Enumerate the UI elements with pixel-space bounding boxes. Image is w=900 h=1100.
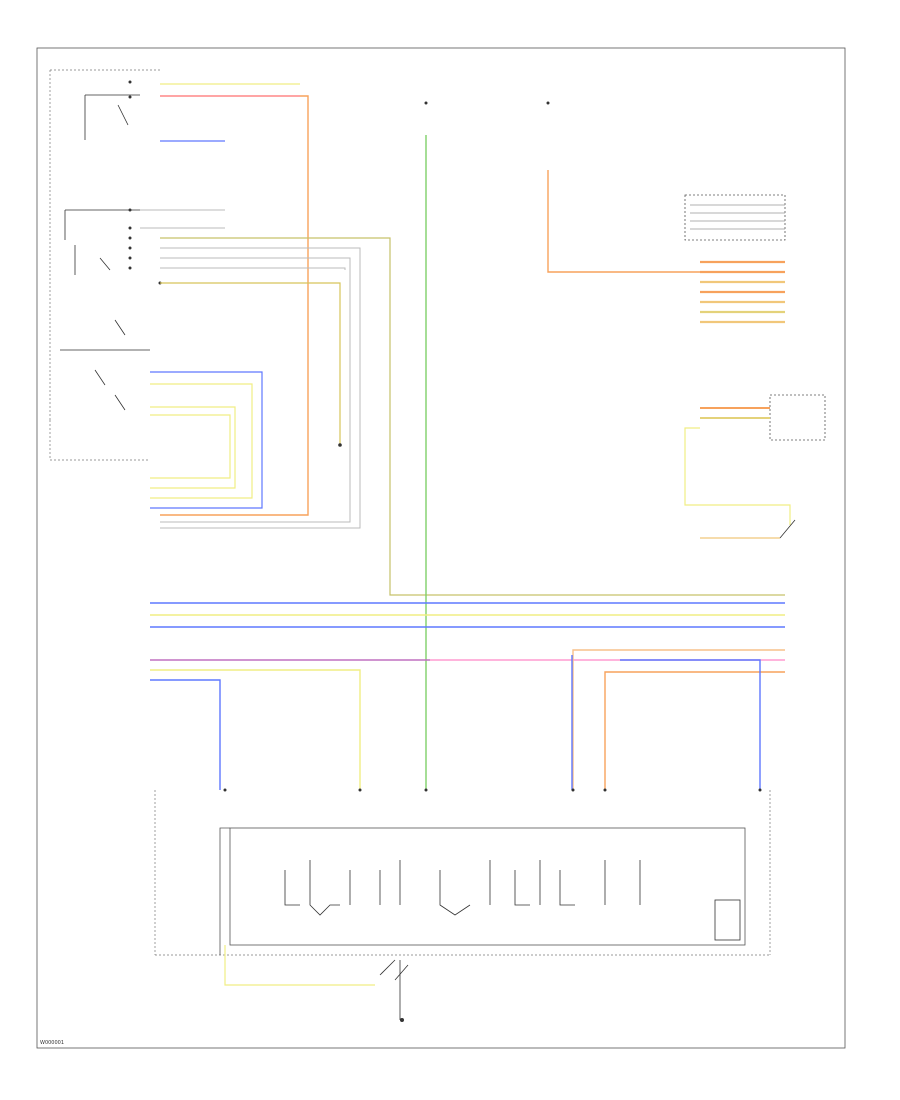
wire-red [160,83,300,97]
wire-orange-right [547,170,700,273]
connector-right-wires [700,260,785,324]
bus-group-lower [150,649,785,790]
wire-gray-bus [140,209,361,529]
bus-group-upper [150,602,785,628]
wire-blue-loop [150,371,263,509]
diagram-frame [36,47,846,1049]
bottom-module [154,788,771,1022]
ground-markers [338,101,550,447]
wire-olive-bus [160,237,785,596]
left-switch-connector-dots [128,80,162,285]
connector-right-mid [684,394,826,539]
connector-right-upper [684,194,786,241]
diagram-id-code: W000001 [40,1040,64,1046]
module-pin-dots [223,788,762,792]
wire-yellow-loop [150,383,253,499]
left-switch-area [49,69,162,461]
wire-orange-left [160,95,309,516]
module-switch-contacts [284,860,741,941]
